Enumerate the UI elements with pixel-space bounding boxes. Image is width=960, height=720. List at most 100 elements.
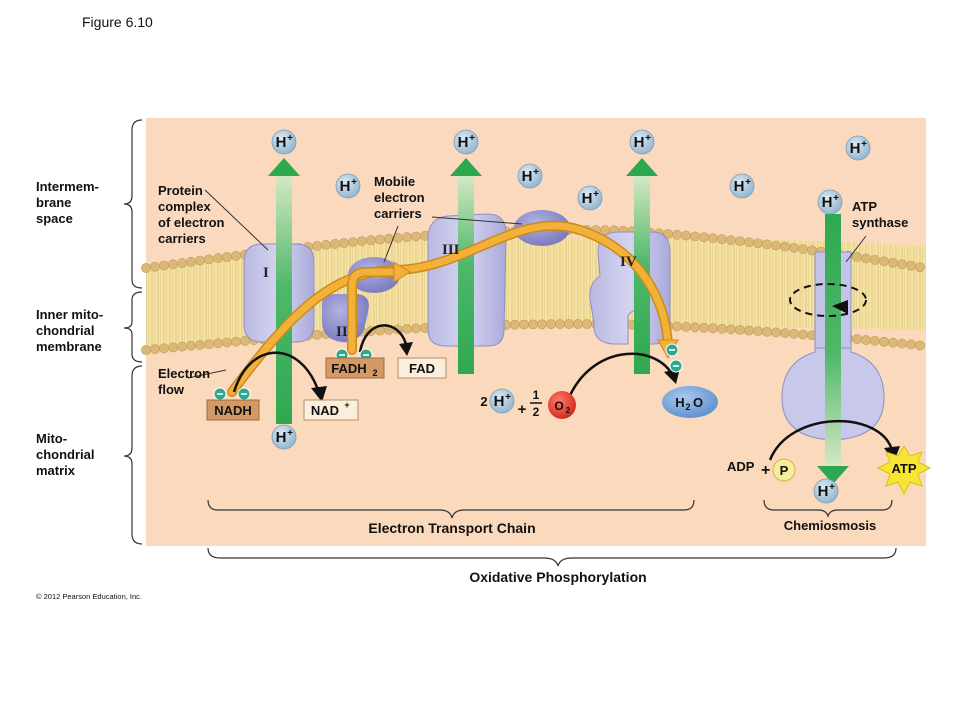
hydrogen-ion: H+ bbox=[335, 173, 361, 199]
hydrogen-ion-charge: + bbox=[287, 133, 293, 144]
svg-text:flow: flow bbox=[158, 382, 185, 397]
atp-label: ATP bbox=[891, 461, 916, 476]
o2-molecule bbox=[548, 391, 576, 419]
svg-text:of electron: of electron bbox=[158, 215, 225, 230]
hydrogen-ion: H+ bbox=[453, 129, 479, 155]
hydrogen-ions: H+H+H+H+H+H+H+H+H+H+H+H+ bbox=[271, 129, 871, 504]
callout-mobile-carriers: Mobile electron carriers bbox=[374, 174, 425, 221]
hydrogen-ion-charge: + bbox=[829, 482, 835, 493]
callout-atp-synthase: ATP synthase bbox=[852, 199, 908, 230]
svg-text:Mobile: Mobile bbox=[374, 174, 415, 189]
figure-label: Figure 6.10 bbox=[82, 14, 153, 30]
hydrogen-ion-label: H bbox=[522, 168, 533, 185]
svg-text:Mito-: Mito- bbox=[36, 431, 67, 446]
hydrogen-ion: H+ bbox=[271, 424, 297, 450]
hydrogen-ion-label: H bbox=[494, 393, 505, 410]
hydrogen-ion: H+ bbox=[271, 129, 297, 155]
complex-i-label: I bbox=[263, 265, 269, 281]
region-braces bbox=[123, 119, 143, 545]
fraction-numerator: 1 bbox=[533, 388, 540, 402]
fadh2-label: FADH bbox=[331, 361, 366, 376]
hydrogen-ion-label: H bbox=[818, 483, 829, 500]
hydrogen-ion-charge: + bbox=[645, 133, 651, 144]
electrons bbox=[213, 343, 683, 401]
rotor-rotation-ring bbox=[789, 283, 867, 317]
h2o-subscript: 2 bbox=[685, 402, 690, 412]
nadh-label: NADH bbox=[214, 403, 252, 418]
hydrogen-ion-label: H bbox=[276, 429, 287, 446]
svg-text:carriers: carriers bbox=[158, 231, 206, 246]
fad-label: FAD bbox=[409, 361, 435, 376]
o2-label: O bbox=[554, 399, 563, 413]
electron bbox=[237, 387, 251, 401]
electron bbox=[665, 343, 679, 357]
h2o-molecule: H 2 O bbox=[662, 386, 718, 418]
nadh-molecule: NADH bbox=[206, 399, 260, 421]
svg-text:chondrial: chondrial bbox=[36, 323, 95, 338]
hydrogen-ion: H+ bbox=[489, 388, 515, 414]
hydrogen-ion-charge: + bbox=[833, 193, 839, 204]
phosphate-circle bbox=[772, 458, 796, 482]
hydrogen-ion: H+ bbox=[577, 185, 603, 211]
atp-starburst bbox=[876, 445, 932, 496]
svg-text:chondrial: chondrial bbox=[36, 447, 95, 462]
svg-text:carriers: carriers bbox=[374, 206, 422, 221]
hydrogen-ion-label: H bbox=[276, 134, 287, 151]
proton-arrow-atp-synthase bbox=[817, 214, 849, 484]
hydrogen-ion-charge: + bbox=[287, 428, 293, 439]
region-label-intermembrane: Intermem- brane space bbox=[36, 179, 99, 226]
arrowhead-nad bbox=[311, 386, 327, 402]
svg-text:Electron: Electron bbox=[158, 366, 210, 381]
complex-iii-label: III bbox=[442, 242, 460, 258]
adp-plus: + bbox=[761, 462, 770, 479]
hydrogen-ion: H+ bbox=[729, 173, 755, 199]
svg-text:Inner mito-: Inner mito- bbox=[36, 307, 103, 322]
nad-plus-molecule: NAD + bbox=[303, 399, 359, 421]
svg-text:Protein: Protein bbox=[158, 183, 203, 198]
electron-flow-arrows bbox=[227, 220, 673, 397]
copyright: © 2012 Pearson Education, Inc. bbox=[36, 592, 142, 601]
hydrogen-ion-label: H bbox=[822, 194, 833, 211]
equation-coefficient: 2 bbox=[480, 394, 487, 409]
hydrogen-ion-label: H bbox=[734, 178, 745, 195]
hydrogen-ion: H+ bbox=[813, 478, 839, 504]
complex-ii-label: II bbox=[336, 324, 348, 340]
chemiosmosis-label: Chemiosmosis bbox=[784, 518, 876, 533]
complex-ii bbox=[321, 294, 369, 343]
rotor-rotation-arrowhead bbox=[832, 300, 848, 314]
hydrogen-ion-charge: + bbox=[593, 189, 599, 200]
fadh2-molecule: FADH 2 bbox=[325, 357, 385, 379]
svg-text:synthase: synthase bbox=[852, 215, 908, 230]
h2o-label-o: O bbox=[693, 395, 703, 410]
proton-arrow-complex-iii bbox=[450, 158, 482, 374]
hydrogen-ion-charge: + bbox=[469, 133, 475, 144]
adp-label: ADP bbox=[727, 459, 755, 474]
nad-plus-label: NAD bbox=[311, 403, 339, 418]
svg-text:complex: complex bbox=[158, 199, 212, 214]
hydrogen-ion-label: H bbox=[850, 140, 861, 157]
hydrogen-ion-charge: + bbox=[533, 167, 539, 178]
svg-text:ATP: ATP bbox=[852, 199, 877, 214]
fraction-denominator: 2 bbox=[533, 405, 540, 419]
complex-iv-label: IV bbox=[620, 254, 637, 270]
arrowhead-fad bbox=[399, 342, 413, 356]
region-label-inner-membrane: Inner mito- chondrial membrane bbox=[36, 307, 103, 354]
hydrogen-ion-label: H bbox=[340, 178, 351, 195]
reaction-arrows bbox=[232, 324, 894, 461]
hydrogen-ion-label: H bbox=[634, 134, 645, 151]
svg-text:brane: brane bbox=[36, 195, 71, 210]
fadh2-subscript: 2 bbox=[372, 368, 377, 378]
leader-lines bbox=[187, 189, 867, 379]
svg-text:Intermem-: Intermem- bbox=[36, 179, 99, 194]
hydrogen-ion: H+ bbox=[629, 129, 655, 155]
hydrogen-ion-charge: + bbox=[505, 392, 511, 403]
phosphate-label: P bbox=[780, 463, 789, 478]
oxygen-equation: 2 + 1 2 O 2 bbox=[480, 388, 576, 419]
svg-text:matrix: matrix bbox=[36, 463, 76, 478]
hydrogen-ion: H+ bbox=[817, 189, 843, 215]
svg-text:electron: electron bbox=[374, 190, 425, 205]
electron bbox=[213, 387, 227, 401]
equation-plus: + bbox=[518, 401, 527, 418]
fad-molecule: FAD bbox=[397, 357, 447, 379]
